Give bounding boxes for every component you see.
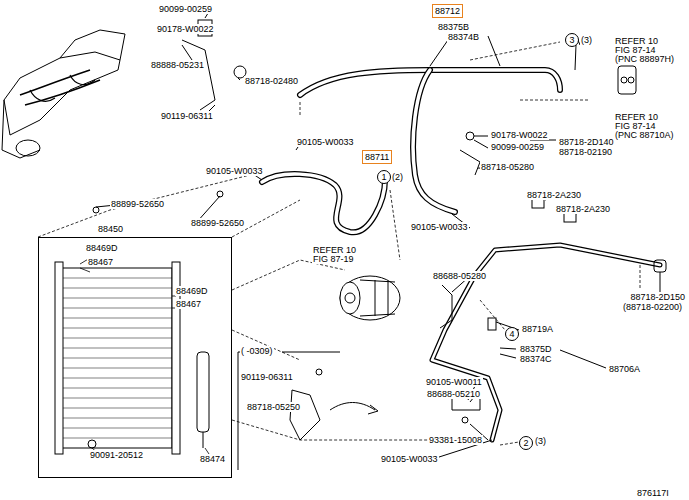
part-label: 90105-W0033 — [205, 166, 264, 176]
part-label: ( -0309) — [240, 346, 274, 356]
part-label: 88375D — [519, 344, 553, 354]
part-label: FIG 87-19 — [312, 254, 355, 264]
part-number: 90091-20512 — [89, 450, 144, 460]
callout-number: 4 — [509, 329, 514, 339]
part-label: 90105-W0033 — [410, 222, 469, 232]
part-number: 88467 — [87, 257, 114, 267]
part-number: 88469D — [175, 286, 209, 296]
part-label: 90099-00259 — [158, 4, 213, 14]
part-label: (88718-02200) — [622, 302, 683, 312]
part-label: 876117I — [636, 488, 670, 498]
part-number: 88711 — [365, 152, 389, 162]
part-label: 88718-2D140 — [558, 137, 615, 147]
part-number: 88712 — [435, 6, 460, 16]
part-label: 88450 — [97, 224, 124, 234]
part-box: 88712 — [432, 4, 463, 18]
part-label: 90105-W0033 — [296, 137, 355, 147]
part-label: 88718-05250 — [246, 402, 301, 412]
part-label: 90178-W0022 — [156, 24, 215, 34]
part-label: (PNC 88897H) — [614, 54, 675, 64]
part-label: 90178-W0022 — [490, 130, 549, 140]
callout-circle: 1 — [377, 170, 391, 184]
part-label: 88718-2A230 — [555, 204, 611, 214]
part-label: 88719A — [521, 324, 554, 334]
part-label: 90119-06311 — [240, 372, 294, 382]
part-label: 88899-52650 — [190, 218, 245, 228]
part-number: 88467 — [175, 299, 202, 309]
part-label: (PNC 88710A) — [614, 130, 675, 140]
part-label: 88688-05280 — [432, 271, 487, 281]
part-label: 88374C — [519, 354, 553, 364]
part-label: 88706A — [608, 364, 641, 374]
callout-number: 3 — [569, 35, 574, 45]
part-box: 88711 — [362, 150, 392, 164]
part-label: 90119-06311 — [160, 111, 214, 121]
part-number: 88469D — [85, 243, 119, 253]
part-label: 88899-52650 — [110, 199, 165, 209]
callout-number: 2 — [523, 438, 528, 448]
part-label: 90099-00259 — [490, 142, 545, 152]
callout-circle: 3 — [565, 33, 579, 47]
part-label: (2) — [391, 172, 404, 182]
part-label: 88718-02190 — [558, 147, 613, 157]
part-label: 88718-2D150 — [629, 292, 686, 302]
part-label: 90105-W0033 — [380, 454, 439, 464]
part-label: (3) — [534, 436, 547, 446]
callout-circle: 2 — [519, 436, 533, 450]
part-label: 88375B — [437, 22, 470, 32]
part-label: 88718-05280 — [480, 162, 535, 172]
callout-number: 1 — [381, 172, 386, 182]
part-label: 90105-W0011 — [425, 377, 483, 387]
part-label: 88688-05210 — [426, 389, 481, 399]
part-label: 93381-15008 — [428, 435, 483, 445]
part-label: 88374B — [447, 32, 480, 42]
part-label: 88718-02480 — [244, 76, 299, 86]
part-label: (3) — [580, 35, 593, 45]
part-label: 88888-05231 — [150, 60, 205, 70]
condenser-group-box: 88469D 88467 88469D 88467 90091-20512 88474 — [38, 237, 232, 478]
part-number: 88474 — [199, 454, 226, 464]
callout-circle: 4 — [505, 327, 519, 341]
part-label: 88718-2A230 — [526, 190, 582, 200]
